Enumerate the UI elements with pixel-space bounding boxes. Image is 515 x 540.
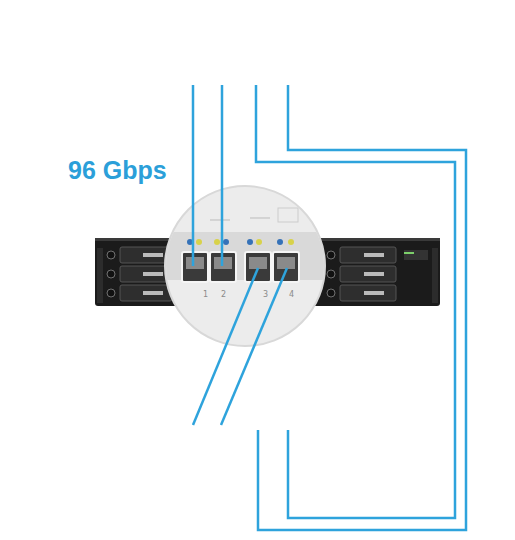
port-number: 2 bbox=[220, 291, 227, 299]
port-number: 1 bbox=[202, 291, 209, 299]
bandwidth-label: 96 Gbps bbox=[68, 158, 167, 183]
magnifier bbox=[160, 186, 330, 346]
port-number: 4 bbox=[288, 291, 295, 299]
network-cables bbox=[193, 85, 466, 530]
port-number: 3 bbox=[262, 291, 269, 299]
